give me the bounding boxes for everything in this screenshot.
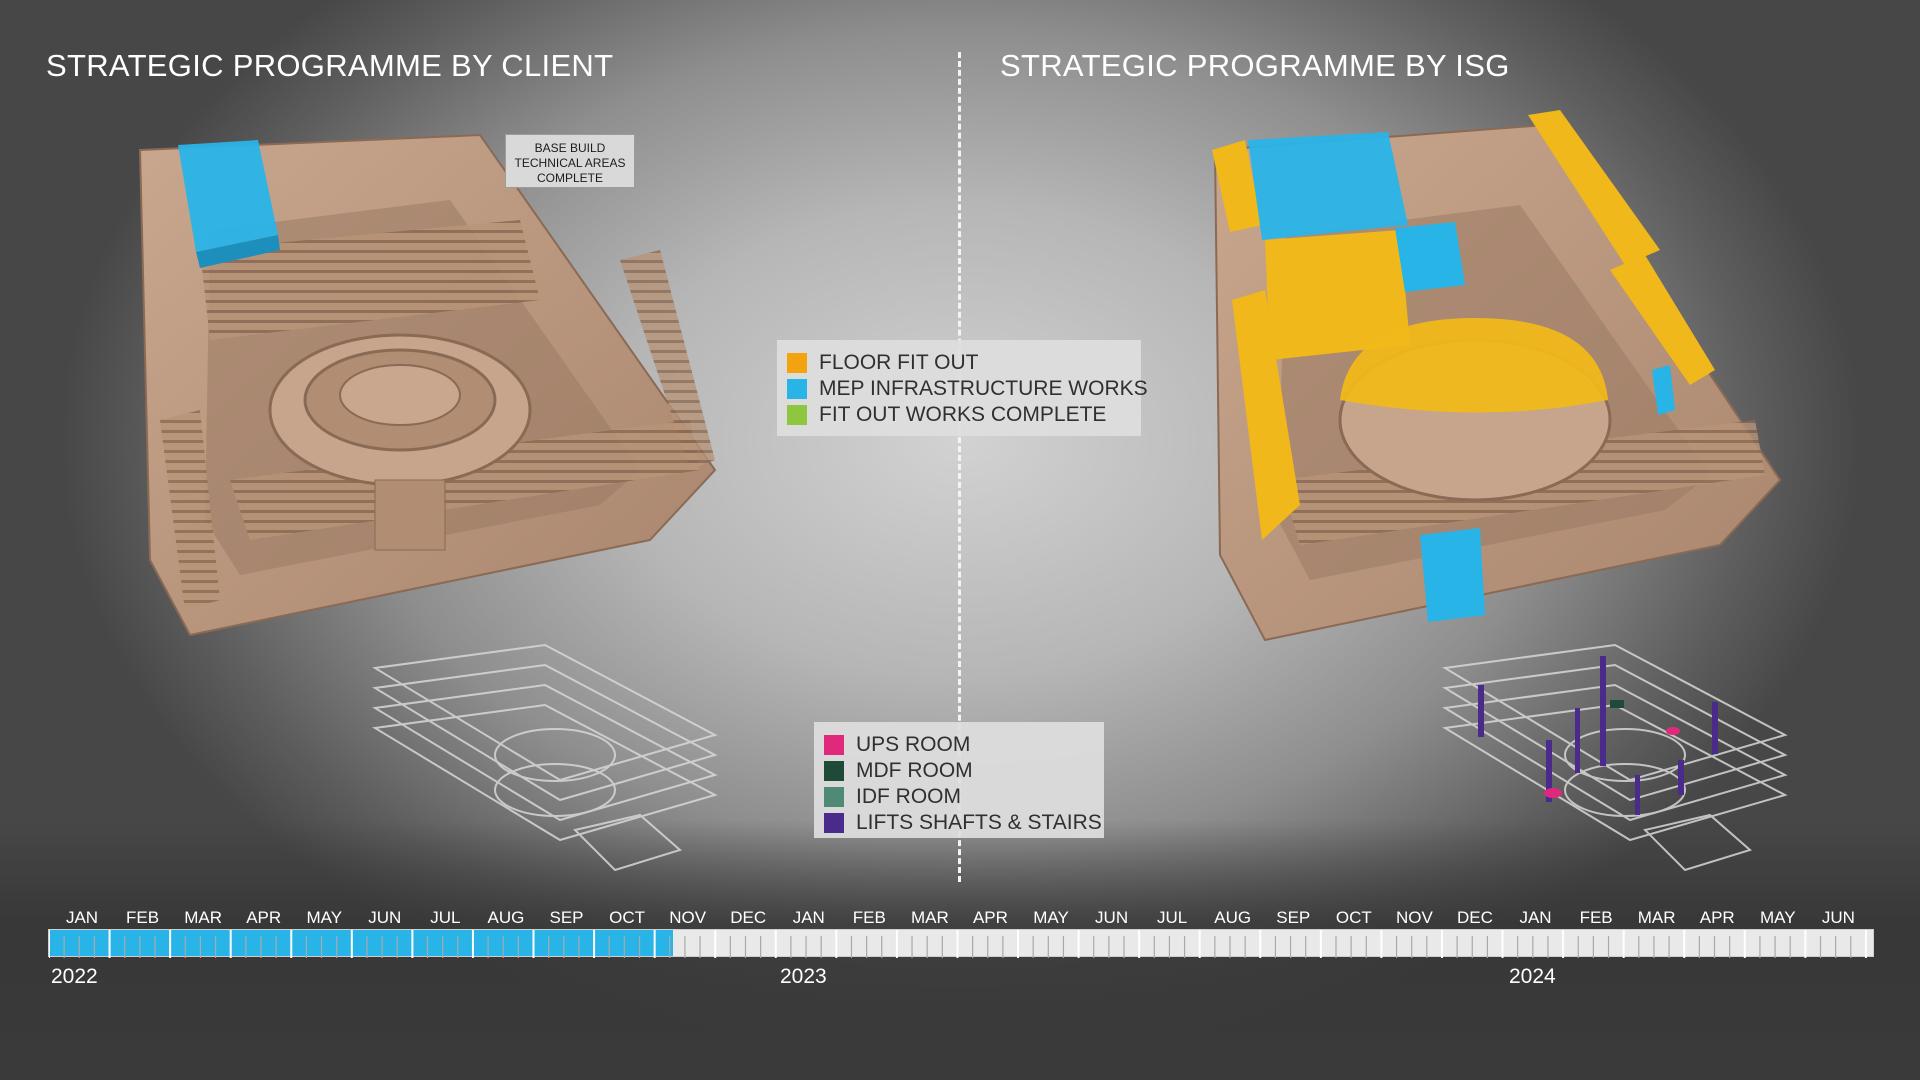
legend-label: IDF ROOM: [856, 785, 961, 809]
month-label: SEP: [1276, 908, 1310, 928]
swatch-floor-fit-out: [787, 353, 807, 373]
legend-item-floor-fit-out: FLOOR FIT OUT: [787, 350, 1131, 376]
legend-works: FLOOR FIT OUT MEP INFRASTRUCTURE WORKS F…: [777, 340, 1141, 436]
month-label: DEC: [730, 908, 766, 928]
swatch-mdf-room: [824, 761, 844, 781]
isg-floorplates: [1445, 645, 1785, 870]
legend-label: MDF ROOM: [856, 759, 973, 783]
legend-item-ups-room: UPS ROOM: [824, 732, 1094, 758]
swatch-mep: [787, 379, 807, 399]
month-label: FEB: [853, 908, 886, 928]
legend-item-lifts-stairs: LIFTS SHAFTS & STAIRS: [824, 810, 1094, 836]
year-label-2022: 2022: [51, 965, 98, 989]
month-label: OCT: [609, 908, 645, 928]
month-label: MAY: [306, 908, 342, 928]
month-label: JUL: [1157, 908, 1187, 928]
callout-line-2: TECHNICAL AREAS: [506, 156, 634, 171]
timeline-bar: [48, 929, 1874, 957]
legend-label: UPS ROOM: [856, 733, 970, 757]
month-label: SEP: [549, 908, 583, 928]
month-label: JAN: [793, 908, 825, 928]
month-label: MAR: [184, 908, 222, 928]
month-label: DEC: [1457, 908, 1493, 928]
month-label: JUN: [1095, 908, 1128, 928]
client-floorplates: [375, 645, 715, 870]
legend-item-mep: MEP INFRASTRUCTURE WORKS: [787, 376, 1131, 402]
legend-label: MEP INFRASTRUCTURE WORKS: [819, 377, 1148, 401]
callout-line-3: COMPLETE: [506, 171, 634, 186]
year-label-2024: 2024: [1509, 965, 1556, 989]
swatch-ups-room: [824, 735, 844, 755]
month-label: AUG: [488, 908, 525, 928]
month-label: APR: [1700, 908, 1735, 928]
legend-item-mdf-room: MDF ROOM: [824, 758, 1094, 784]
swatch-fit-out-complete: [787, 405, 807, 425]
callout-line-1: BASE BUILD: [506, 141, 634, 156]
legend-label: FLOOR FIT OUT: [819, 351, 978, 375]
year-label-2023: 2023: [780, 965, 827, 989]
month-label: FEB: [1580, 908, 1613, 928]
month-label: MAR: [1638, 908, 1676, 928]
month-label: JUN: [1822, 908, 1855, 928]
legend-label: LIFTS SHAFTS & STAIRS: [856, 811, 1102, 835]
month-label: NOV: [1396, 908, 1433, 928]
month-label: APR: [973, 908, 1008, 928]
swatch-idf-room: [824, 787, 844, 807]
month-label: JAN: [66, 908, 98, 928]
month-label: MAY: [1033, 908, 1069, 928]
month-label: NOV: [669, 908, 706, 928]
month-label: MAY: [1760, 908, 1796, 928]
month-label: JUN: [368, 908, 401, 928]
timeline-ticks: [49, 930, 1875, 958]
swatch-lifts-stairs: [824, 813, 844, 833]
base-build-callout: BASE BUILD TECHNICAL AREAS COMPLETE: [505, 134, 635, 188]
client-building-model: [140, 135, 715, 635]
legend-rooms: UPS ROOM MDF ROOM IDF ROOM LIFTS SHAFTS …: [814, 722, 1104, 838]
legend-item-fit-out-complete: FIT OUT WORKS COMPLETE: [787, 402, 1131, 428]
legend-label: FIT OUT WORKS COMPLETE: [819, 403, 1106, 427]
month-label: JUL: [430, 908, 460, 928]
month-label: APR: [246, 908, 281, 928]
month-label: OCT: [1336, 908, 1372, 928]
legend-item-idf-room: IDF ROOM: [824, 784, 1094, 810]
month-label: MAR: [911, 908, 949, 928]
month-label: FEB: [126, 908, 159, 928]
isg-building-model: [1212, 110, 1780, 640]
month-label: JAN: [1519, 908, 1551, 928]
month-label: AUG: [1214, 908, 1251, 928]
